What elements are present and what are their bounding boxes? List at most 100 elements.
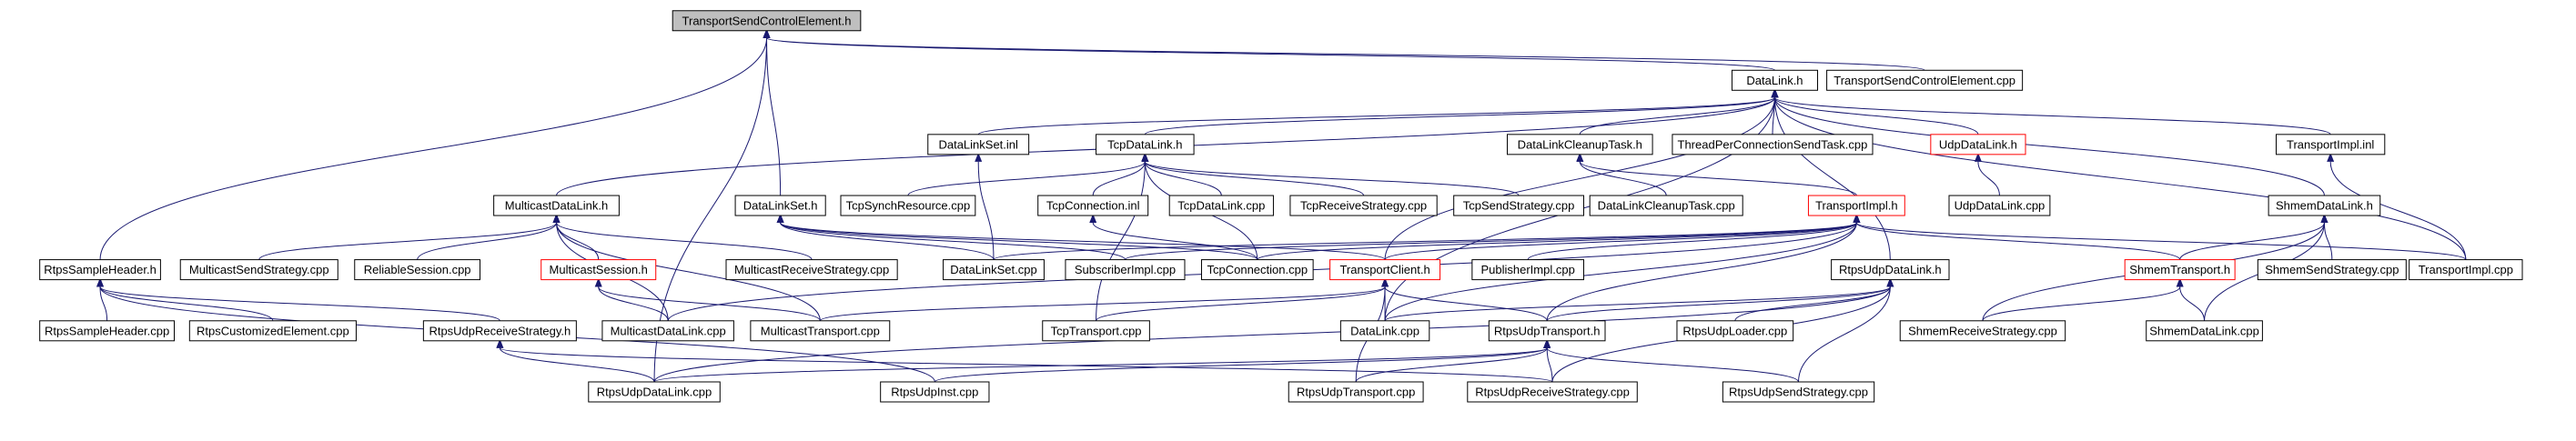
node-box <box>1672 134 1874 155</box>
node-shmemtransport-h[interactable]: ShmemTransport.h <box>2124 259 2236 281</box>
node-shmemdatalink-cpp[interactable]: ShmemDataLink.cpp <box>2146 320 2263 342</box>
edge-shmemtransport-h-to-shmemdatalink-h <box>2179 214 2329 260</box>
edge-rtpsudpreceivestrategy-cpp-to-rtpsudpreceivestrategy-h <box>496 338 1553 383</box>
edge-datalink-cpp-to-transportimpl-h <box>1384 214 1861 321</box>
node-box <box>422 320 577 342</box>
node-box <box>1065 259 1186 281</box>
node-transportclient-h[interactable]: TransportClient.h <box>1329 259 1441 281</box>
edge-rtpsudptransport-h-to-rtpsudpdatalink-h <box>1546 277 1894 322</box>
node-datalinkset-h[interactable]: DataLinkSet.h <box>734 195 826 216</box>
node-label: UdpDataLink.cpp <box>1955 199 2046 213</box>
node-box <box>39 320 176 342</box>
node-reliablesession-cpp[interactable]: ReliableSession.cpp <box>354 259 481 281</box>
node-label: RtpsUdpTransport.cpp <box>1297 386 1415 399</box>
node-multicastreceivestrategy-cpp[interactable]: MulticastReceiveStrategy.cpp <box>725 259 898 281</box>
node-multicasttransport-cpp[interactable]: MulticastTransport.cpp <box>750 320 891 342</box>
node-rtpsudpreceivestrategy-h[interactable]: RtpsUdpReceiveStrategy.h <box>422 320 577 342</box>
node-box <box>1731 69 1819 91</box>
edge-tcpdatalink-h-to-datalink-h <box>1144 88 1779 135</box>
node-box <box>188 320 357 342</box>
node-tcpdatalink-cpp[interactable]: TcpDataLink.cpp <box>1168 195 1274 216</box>
node-tcpconnection-inl[interactable]: TcpConnection.inl <box>1037 195 1149 216</box>
node-rtpsudptransport-cpp[interactable]: RtpsUdpTransport.cpp <box>1288 381 1424 403</box>
node-transportimpl-inl[interactable]: TransportImpl.inl <box>2276 134 2386 155</box>
edge-transportclient-h-to-datalink-h <box>1384 88 1779 260</box>
node-label: TcpReceiveStrategy.cpp <box>1300 199 1427 213</box>
node-udpdatalink-h[interactable]: UdpDataLink.h <box>1930 134 2026 155</box>
edge-shmemdatalink-cpp-to-shmemtransport-h <box>2176 277 2206 321</box>
node-threadperconnectionsendtask-cpp[interactable]: ThreadPerConnectionSendTask.cpp <box>1672 134 1874 155</box>
node-datalinkcleanuptask-cpp[interactable]: DataLinkCleanupTask.cpp <box>1589 195 1743 216</box>
node-shmemdatalink-h[interactable]: ShmemDataLink.h <box>2268 195 2381 216</box>
node-label: RtpsSampleHeader.cpp <box>45 324 169 337</box>
node-datalink-h[interactable]: DataLink.h <box>1731 69 1819 91</box>
node-rtpsudpsendstrategy-cpp[interactable]: RtpsUdpSendStrategy.cpp <box>1722 381 1875 403</box>
node-label: TcpTransport.cpp <box>1051 324 1142 337</box>
node-tcpconnection-cpp[interactable]: TcpConnection.cpp <box>1200 259 1314 281</box>
node-label: RtpsUdpSendStrategy.cpp <box>1729 386 1868 399</box>
node-box <box>1329 259 1441 281</box>
node-multicastsendstrategy-cpp[interactable]: MulticastSendStrategy.cpp <box>179 259 338 281</box>
node-label: ShmemDataLink.h <box>2276 199 2373 213</box>
node-label: ShmemReceiveStrategy.cpp <box>1908 324 2057 337</box>
node-publisherimpl-cpp[interactable]: PublisherImpl.cpp <box>1471 259 1584 281</box>
edge-shmemsendstrategy-cpp-to-shmemdatalink-h <box>2320 214 2333 260</box>
node-transportsendcontrolelement-cpp[interactable]: TransportSendControlElement.cpp <box>1826 69 2024 91</box>
node-datalinkcleanuptask-h[interactable]: DataLinkCleanupTask.h <box>1506 134 1653 155</box>
node-transportimpl-cpp[interactable]: TransportImpl.cpp <box>2409 259 2523 281</box>
node-multicastsession-h[interactable]: MulticastSession.h <box>540 259 657 281</box>
node-box <box>1807 195 1905 216</box>
node-label: RtpsUdpReceiveStrategy.h <box>429 324 571 337</box>
edge-tcpconnection-cpp-to-tcpconnection-inl <box>1089 214 1258 260</box>
node-label: UdpDataLink.h <box>1939 137 2017 151</box>
node-rtpsudpdatalink-h[interactable]: RtpsUdpDataLink.h <box>1831 259 1950 281</box>
node-box <box>2268 195 2381 216</box>
node-label: MulticastSession.h <box>550 263 648 276</box>
node-rtpssampleheader-h[interactable]: RtpsSampleHeader.h <box>39 259 161 281</box>
node-rtpsudpreceivestrategy-cpp[interactable]: RtpsUdpReceiveStrategy.cpp <box>1467 381 1638 403</box>
node-label: TcpDataLink.h <box>1107 137 1182 151</box>
node-label: MulticastDataLink.cpp <box>611 324 726 337</box>
node-box <box>927 134 1030 155</box>
node-box <box>588 381 721 403</box>
node-label: RtpsCustomizedElement.cpp <box>197 324 349 337</box>
node-subscriberimpl-cpp[interactable]: SubscriberImpl.cpp <box>1065 259 1186 281</box>
node-shmemsendstrategy-cpp[interactable]: ShmemSendStrategy.cpp <box>2257 259 2407 281</box>
edge-rtpsudpdatalink-cpp-to-rtpsudpreceivestrategy-h <box>496 338 655 383</box>
edge-rtpsudpinst-cpp-to-rtpsudptransport-h <box>934 338 1551 383</box>
node-datalink-cpp[interactable]: DataLink.cpp <box>1339 320 1430 342</box>
node-label: ShmemSendStrategy.cpp <box>2265 263 2399 276</box>
node-rtpsudptransport-h[interactable]: RtpsUdpTransport.h <box>1488 320 1606 342</box>
node-rtpsudpinst-cpp[interactable]: RtpsUdpInst.cpp <box>880 381 990 403</box>
node-tcpsendstrategy-cpp[interactable]: TcpSendStrategy.cpp <box>1453 195 1584 216</box>
node-multicastdatalink-cpp[interactable]: MulticastDataLink.cpp <box>601 320 734 342</box>
node-label: RtpsUdpDataLink.h <box>1839 263 1942 276</box>
node-label: MulticastDataLink.h <box>505 199 608 213</box>
node-multicastdatalink-h[interactable]: MulticastDataLink.h <box>493 195 620 216</box>
node-datalinkset-cpp[interactable]: DataLinkSet.cpp <box>943 259 1045 281</box>
node-transportimpl-h[interactable]: TransportImpl.h <box>1807 195 1905 216</box>
node-label: DataLinkSet.cpp <box>950 263 1036 276</box>
node-box <box>1899 320 2066 342</box>
edge-layer <box>96 28 2467 383</box>
node-rtpssampleheader-cpp[interactable]: RtpsSampleHeader.cpp <box>39 320 176 342</box>
node-label: TcpDataLink.cpp <box>1177 199 1265 213</box>
node-datalinkset-inl[interactable]: DataLinkSet.inl <box>927 134 1030 155</box>
node-rtpsudpdatalink-cpp[interactable]: RtpsUdpDataLink.cpp <box>588 381 721 403</box>
node-shmemreceivestrategy-cpp[interactable]: ShmemReceiveStrategy.cpp <box>1899 320 2066 342</box>
node-transportsendcontrolelement-h[interactable]: TransportSendControlElement.h <box>672 10 862 32</box>
node-box <box>943 259 1045 281</box>
node-box <box>1831 259 1950 281</box>
node-rtpscustomizedelement-cpp[interactable]: RtpsCustomizedElement.cpp <box>188 320 357 342</box>
node-tcpsynchresource-cpp[interactable]: TcpSynchResource.cpp <box>840 195 976 216</box>
edge-tcpconnection-inl-to-tcpdatalink-h <box>1092 152 1149 196</box>
node-box <box>1722 381 1875 403</box>
edge-rtpsudpdatalink-cpp-to-rtpsudptransport-h <box>653 338 1551 383</box>
node-rtpsudploader-cpp[interactable]: RtpsUdpLoader.cpp <box>1676 320 1794 342</box>
edge-transportimpl-h-to-datalinkcleanuptask-h <box>1576 152 1857 196</box>
node-udpdatalink-cpp[interactable]: UdpDataLink.cpp <box>1948 195 2051 216</box>
node-tcpdatalink-h[interactable]: TcpDataLink.h <box>1096 134 1195 155</box>
node-tcptransport-cpp[interactable]: TcpTransport.cpp <box>1042 320 1150 342</box>
node-tcpreceivestrategy-cpp[interactable]: TcpReceiveStrategy.cpp <box>1289 195 1438 216</box>
edge-subscriberimpl-cpp-to-transportimpl-h <box>1124 214 1861 261</box>
